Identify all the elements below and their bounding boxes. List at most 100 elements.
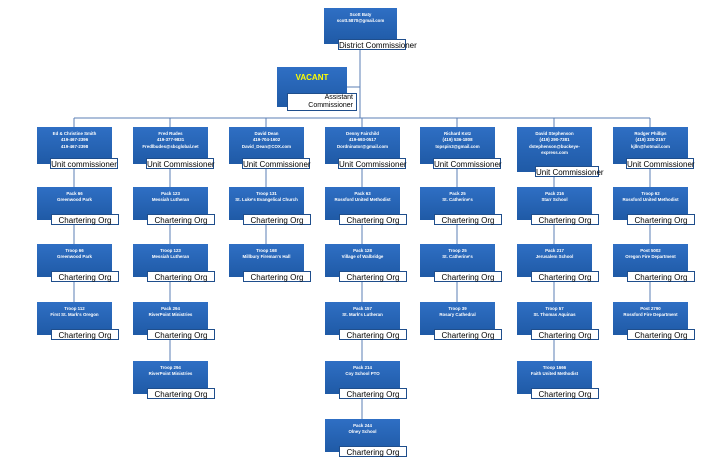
commissioner-box-line: dstephenson@buckeye- — [529, 143, 580, 149]
chartering-org-label: Chartering Org — [434, 271, 502, 282]
commissioner-box-line: express.com — [541, 150, 568, 156]
chartering-org-label: Chartering Org — [51, 271, 119, 282]
top-name: Scott Baty — [349, 12, 372, 17]
unit-box-line: First St. Mark's Oregon — [50, 312, 99, 318]
commissioner-box-line: 419-467-2396 — [60, 137, 89, 143]
commissioner-box-line: Fredlbudes@sbcglobal.net — [142, 143, 199, 149]
commissioner-box-line: Richard Kotz — [443, 131, 472, 136]
unit-box-line: Oregon Fire Department — [625, 254, 676, 260]
chartering-org-label: Chartering Org — [147, 329, 215, 340]
unit-box-line: Greenwood Park — [57, 197, 92, 203]
chartering-org-label: Chartering Org — [627, 214, 695, 225]
top-email: scott.5870@gmail.com — [336, 18, 385, 24]
unit-box-line: Troop 294 — [160, 365, 181, 370]
chartering-org-label: Chartering Org — [147, 388, 215, 399]
commissioner-box-line: (419) 536-1808 — [442, 137, 473, 143]
unit-box-line: Pack 214 — [353, 365, 372, 370]
commissioner-role-label: Unit Commissioner — [242, 158, 311, 169]
vacant-title: VACANT — [295, 73, 329, 82]
unit-box-line: Troop 25 — [448, 248, 467, 253]
commissioner-box-line: topspin3@gmail.com — [435, 143, 480, 149]
chartering-org-label: Chartering Org — [531, 271, 599, 282]
commissioner-box-line: Ed & Christine Smith — [52, 131, 97, 136]
commissioner-box-line: (419) 320-2157 — [635, 137, 666, 143]
unit-box-line: Jerusalem School — [535, 254, 574, 260]
unit-box-line: St. Luke's Evangelical Church — [235, 197, 298, 203]
unit-box-line: Faith United Methodist — [530, 371, 579, 377]
chartering-org-label: Chartering Org — [627, 271, 695, 282]
commissioner-role-label: Unit commissioner — [50, 158, 118, 169]
unit-box-line: RiverPoint Ministries — [148, 312, 193, 318]
chartering-org-label: Chartering Org — [434, 329, 502, 340]
unit-box-line: Pack 25 — [449, 191, 466, 196]
chartering-org-label: Chartering Org — [243, 214, 311, 225]
unit-box-line: Rosary Cathedral — [439, 312, 476, 318]
chartering-org-label: Chartering Org — [434, 214, 502, 225]
unit-box-line: Troop 1666 — [542, 365, 567, 370]
unit-box-line: Rossford Fire Department — [623, 312, 678, 318]
unit-box-line: Pack 66 — [66, 191, 83, 196]
unit-box-line: Post 5002 — [640, 248, 661, 253]
assistant-label-line2: Commissioner — [308, 102, 353, 109]
commissioner-role-label: Unit Commissioner — [433, 158, 502, 169]
unit-box-line: St. Catherine's — [442, 197, 473, 203]
unit-box-line: Messiah Lutheran — [151, 197, 190, 203]
unit-box-line: Millbury Fireman's Hall — [242, 254, 291, 260]
commissioner-box-line: Rodger Phillips — [634, 131, 667, 136]
chartering-org-label: Chartering Org — [339, 446, 407, 457]
chartering-org-label: Chartering Org — [243, 271, 311, 282]
commissioner-role-label: Unit Commissioner — [338, 158, 407, 169]
unit-box-line: Pack 128 — [353, 248, 372, 253]
commissioner-box-line: Fred Rudes — [158, 131, 183, 136]
unit-box-line: Village of Walbridge — [341, 254, 384, 260]
unit-box-line: Troop 112 — [64, 306, 85, 311]
unit-box-line: RiverPoint Ministries — [148, 371, 193, 377]
chartering-org-label: Chartering Org — [147, 271, 215, 282]
unit-box-line: Troop 39 — [448, 306, 467, 311]
commissioner-box-line: David_Dean@COX.com — [241, 143, 292, 149]
commissioner-box-line: David Stephenson — [535, 131, 574, 136]
chartering-org-label: Chartering Org — [339, 271, 407, 282]
unit-box-line: Troop 66 — [65, 248, 84, 253]
commissioner-box-line: 419-704-1602 — [252, 137, 281, 143]
unit-box-line: Troop 131 — [256, 191, 277, 196]
unit-box-line: Rossford United Methodist — [622, 197, 679, 203]
commissioner-box-line: 419-467-2398 — [60, 143, 89, 149]
unit-box-line: Coy School PTO — [345, 371, 380, 377]
chartering-org-label: Chartering Org — [51, 329, 119, 340]
unit-box-line: Messiah Lutheran — [151, 254, 190, 260]
commissioner-box-line: 419-693-0517 — [348, 137, 377, 143]
unit-box-line: Troop 57 — [545, 306, 564, 311]
commissioner-box-line: (419) 290-7381 — [539, 137, 570, 143]
commissioner-role-label: Unit Commissioner — [146, 158, 215, 169]
commissioner-box-line: David Dean — [254, 131, 279, 136]
chartering-org-label: Chartering Org — [531, 329, 599, 340]
chartering-org-label: Chartering Org — [531, 388, 599, 399]
unit-box-line: St. Mark's Lutheran — [342, 312, 383, 318]
unit-box-line: Pack 216 — [545, 191, 564, 196]
assistant-commissioner-label: Assistant Commissioner — [287, 93, 357, 111]
commissioner-role-label: Unit Commissioner — [535, 166, 604, 177]
unit-box-line: Troop 123 — [160, 248, 181, 253]
chartering-org-label: Chartering Org — [51, 214, 119, 225]
district-commissioner-box: Scott Baty scott.5870@gmail.com — [324, 8, 397, 44]
unit-box-line: Troop 62 — [641, 191, 660, 196]
unit-box-line: St. Catherine's — [442, 254, 473, 260]
unit-box-line: Starr School — [541, 197, 568, 203]
unit-box-line: Greenwood Park — [57, 254, 92, 260]
chartering-org-label: Chartering Org — [339, 329, 407, 340]
assistant-label-line1: Assistant — [324, 94, 353, 101]
chartering-org-label: Chartering Org — [339, 214, 407, 225]
unit-box-line: Pack 217 — [545, 248, 564, 253]
chartering-org-label: Chartering Org — [627, 329, 695, 340]
unit-box-line: St. Thomas Aquinas — [533, 312, 576, 318]
commissioner-box-line: kjlln@hotmail.com — [631, 143, 670, 149]
commissioner-box-line: Denny Fairchild — [346, 131, 379, 136]
commissioner-role-label: Unit Commissioner — [626, 158, 695, 169]
